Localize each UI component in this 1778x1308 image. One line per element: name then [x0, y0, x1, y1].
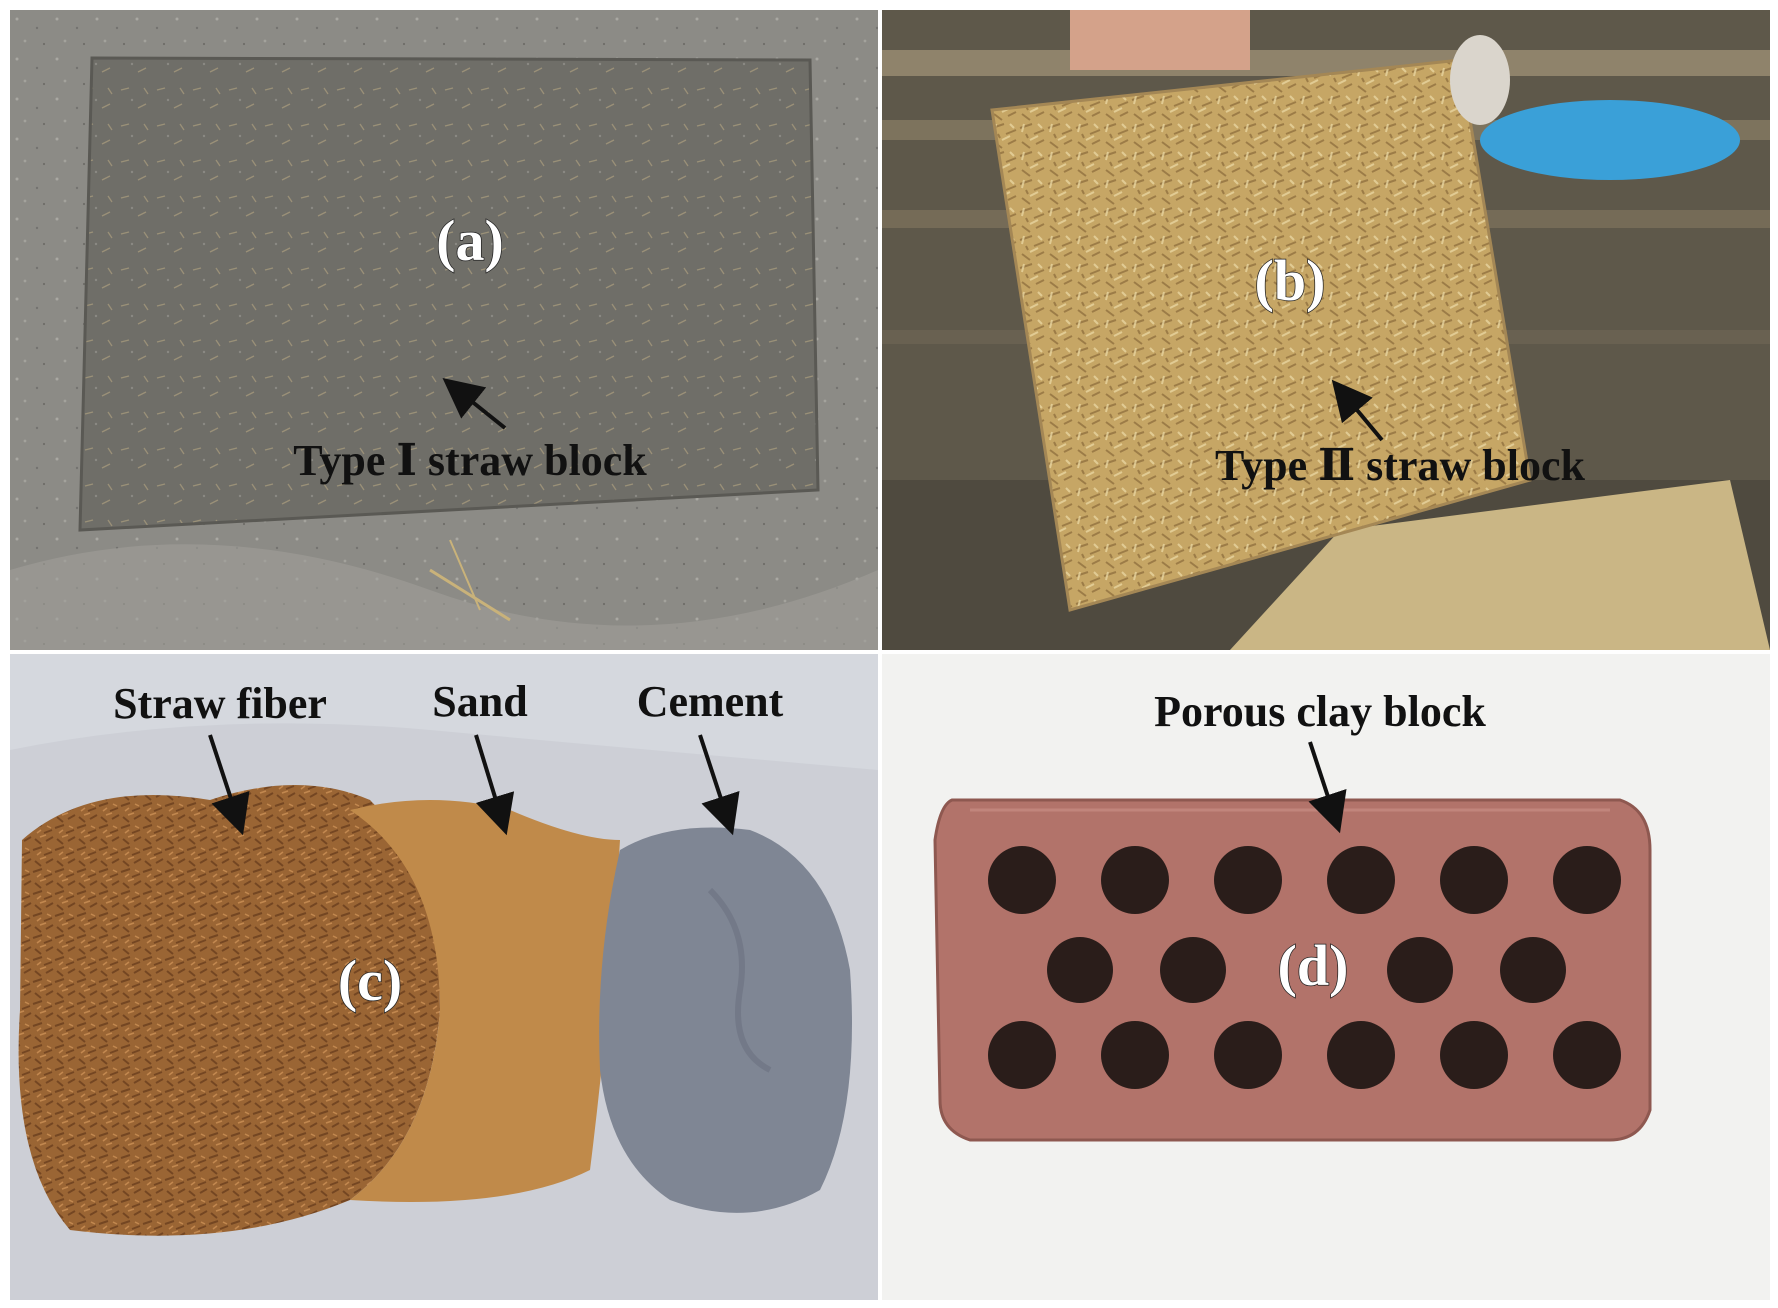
panel-c: (c) Straw fiber Sand Cement [10, 654, 878, 1300]
straw-fiber-label: Straw fiber [113, 679, 327, 728]
figure-grid: (a) Type Ⅰ straw block (b) Type Ⅱ straw … [10, 10, 1770, 1300]
brick-holes [988, 846, 1621, 1089]
panel-a-caption: Type Ⅰ straw block [293, 436, 647, 485]
vertical-divider [878, 10, 882, 1300]
panel-b: (b) Type Ⅱ straw block [882, 10, 1770, 650]
arrow-icon [442, 378, 507, 430]
cement-pile [599, 827, 852, 1213]
arrow-icon [1331, 379, 1384, 442]
worker-arm [1480, 100, 1740, 180]
cement-label: Cement [637, 677, 784, 726]
figure-svg: (a) Type Ⅰ straw block (b) Type Ⅱ straw … [10, 10, 1770, 1300]
panel-b-caption: Type Ⅱ straw block [1215, 441, 1585, 490]
panel-d: (d) Porous clay block [882, 654, 1770, 1300]
type-ii-straw-block [990, 58, 1532, 612]
panel-d-caption: Porous clay block [1154, 687, 1486, 736]
panel-a-letter: (a) [436, 208, 504, 273]
horizontal-divider [10, 650, 1770, 654]
panel-b-letter: (b) [1255, 248, 1326, 313]
arrow-icon [1308, 741, 1347, 834]
panel-c-letter: (c) [338, 948, 402, 1013]
panel-a: (a) Type Ⅰ straw block [10, 10, 878, 650]
arrow-icon [208, 734, 250, 836]
panel-d-letter: (d) [1278, 933, 1349, 998]
type-i-straw-block [78, 56, 820, 532]
straw-fiber-pile [18, 785, 441, 1236]
sand-label: Sand [432, 677, 527, 726]
arrow-icon [474, 734, 515, 836]
sand-pile [350, 800, 620, 1202]
arrow-icon [698, 734, 740, 836]
